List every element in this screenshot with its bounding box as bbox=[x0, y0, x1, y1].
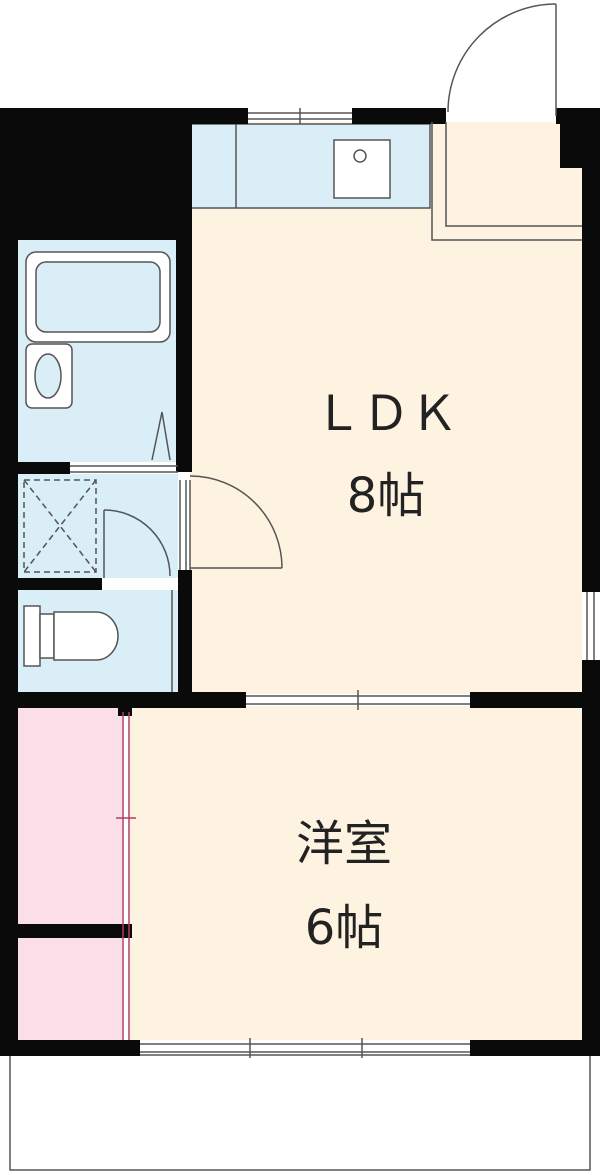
walls bbox=[0, 108, 600, 1056]
entrance-floor bbox=[446, 122, 582, 226]
ldk-door-swing bbox=[179, 475, 283, 570]
closet-sliding-door bbox=[116, 712, 136, 1040]
kitchen-sink bbox=[235, 124, 391, 208]
balcony bbox=[9, 1054, 591, 1171]
entrance-door-swing bbox=[447, 3, 557, 116]
closet-lower bbox=[18, 938, 122, 1040]
window-kitchen bbox=[248, 108, 352, 124]
ldk-room-size: 8帖 bbox=[347, 468, 426, 524]
ldk-room-name: ＬＤＫ bbox=[314, 386, 458, 442]
toilet bbox=[23, 605, 119, 667]
closet-upper bbox=[18, 708, 122, 924]
sliding-door-balcony bbox=[140, 1038, 470, 1058]
washroom-floor bbox=[18, 474, 178, 578]
western-room-name: 洋室 bbox=[296, 816, 392, 872]
washroom-door-swing bbox=[103, 509, 171, 578]
window-ldk-side bbox=[586, 592, 595, 660]
bathtub bbox=[25, 251, 171, 343]
kitchen-counter bbox=[189, 123, 431, 209]
entrance bbox=[431, 108, 582, 241]
western-room-floor bbox=[130, 706, 582, 1040]
sliding-door-ldk-western bbox=[246, 690, 470, 710]
bathroom-door bbox=[70, 411, 178, 473]
wash-basin bbox=[25, 343, 73, 409]
western-room-size: 6帖 bbox=[305, 900, 384, 956]
washing-machine-space bbox=[23, 479, 97, 573]
